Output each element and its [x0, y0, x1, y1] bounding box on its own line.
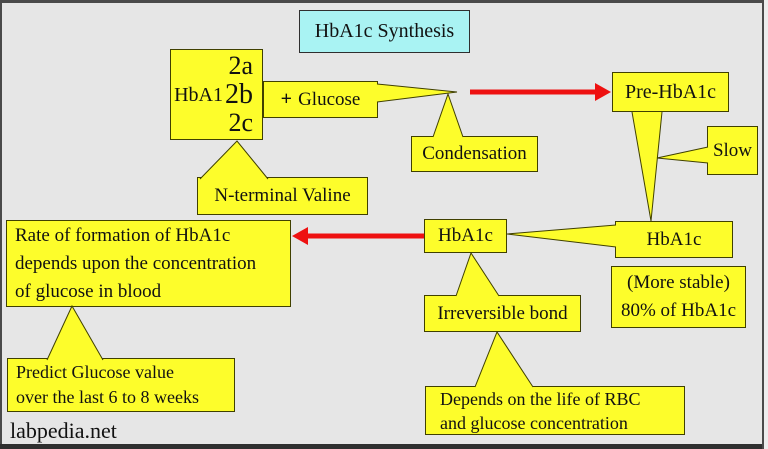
condensation-pointer	[432, 92, 464, 138]
more-stable-line-1: (More stable)	[627, 272, 730, 293]
hba1c-intermediate-label: HbA1c	[438, 225, 493, 246]
depends-line-2: and glucose concentration	[440, 412, 628, 433]
rate-line-1: Rate of formation of HbA1c	[15, 224, 231, 246]
predict-line-1: Predict Glucose value	[16, 362, 174, 382]
hba1-variant-2a: 2a	[228, 51, 253, 80]
frame-right-strip	[764, 0, 768, 449]
glucose-label: Glucose	[298, 88, 361, 110]
condensation-label: Condensation	[422, 143, 527, 164]
watermark-text: labpedia.net	[10, 418, 117, 443]
n-terminal-valine-box: N-terminal Valine	[197, 177, 368, 215]
irreversible-pointer	[455, 251, 500, 297]
irreversible-bond-label: Irreversible bond	[437, 302, 568, 324]
diagram-title: HbA1c Synthesis	[314, 20, 455, 42]
rate-line-2: depends upon the concentration	[15, 252, 257, 274]
rate-line-3: of glucose in blood	[15, 280, 162, 302]
plus-sign: +	[280, 88, 293, 110]
title-box: HbA1c Synthesis	[299, 10, 470, 53]
hba1-box: 2a HbA1 2b 2c	[170, 49, 263, 140]
predict-pointer	[46, 304, 104, 361]
pre-hba1c-label: Pre-HbA1c	[624, 80, 717, 103]
glucose-wedge-connector	[376, 83, 458, 103]
hba1-label: HbA1	[174, 83, 223, 106]
slow-box: Slow	[707, 126, 758, 175]
depends-line-1: Depends on the life of RBC	[440, 388, 641, 409]
hba1c-stable-label: HbA1c	[646, 228, 702, 250]
slow-label: Slow	[712, 139, 753, 161]
hba1c-intermediate-box: HbA1c	[424, 219, 507, 253]
glucose-box: + Glucose	[263, 81, 378, 118]
irreversible-bond-box: Irreversible bond	[424, 295, 581, 332]
pre-hba1c-funnel	[631, 111, 663, 222]
more-stable-box: (More stable) 80% of HbA1c	[611, 266, 746, 328]
frame-right	[762, 0, 764, 449]
frame-top	[0, 0, 768, 3]
more-stable-line-2: 80% of HbA1c	[620, 300, 737, 321]
condensation-box: Condensation	[411, 136, 538, 172]
rate-of-formation-box: Rate of formation of HbA1c depends upon …	[6, 220, 291, 307]
hba1c-wedge-connector	[506, 224, 617, 248]
predict-line-2: over the last 6 to 8 weeks	[16, 387, 199, 407]
hba1-variant-2b: 2b	[225, 79, 253, 110]
depends-pointer	[474, 330, 534, 388]
frame-left	[0, 0, 2, 449]
arrow-to-rate-box-head	[292, 227, 308, 245]
arrow-to-pre-hba1c-head	[595, 83, 611, 101]
pre-hba1c-box: Pre-HbA1c	[612, 72, 729, 112]
n-terminal-valine-label: N-terminal Valine	[214, 185, 351, 206]
slow-wedge-connector	[656, 146, 709, 164]
hba1-box-content: 2a HbA1 2b 2c	[171, 50, 262, 139]
hba1-mid-row: HbA1 2b	[174, 80, 253, 109]
hba1-variant-2c: 2c	[228, 108, 253, 137]
depends-rbc-box: Depends on the life of RBC and glucose c…	[425, 386, 685, 435]
hba1c-stable-box: HbA1c	[615, 221, 733, 258]
predict-glucose-box: Predict Glucose value over the last 6 to…	[7, 358, 235, 412]
n-terminal-pointer	[199, 140, 269, 180]
frame-bottom	[0, 444, 768, 449]
